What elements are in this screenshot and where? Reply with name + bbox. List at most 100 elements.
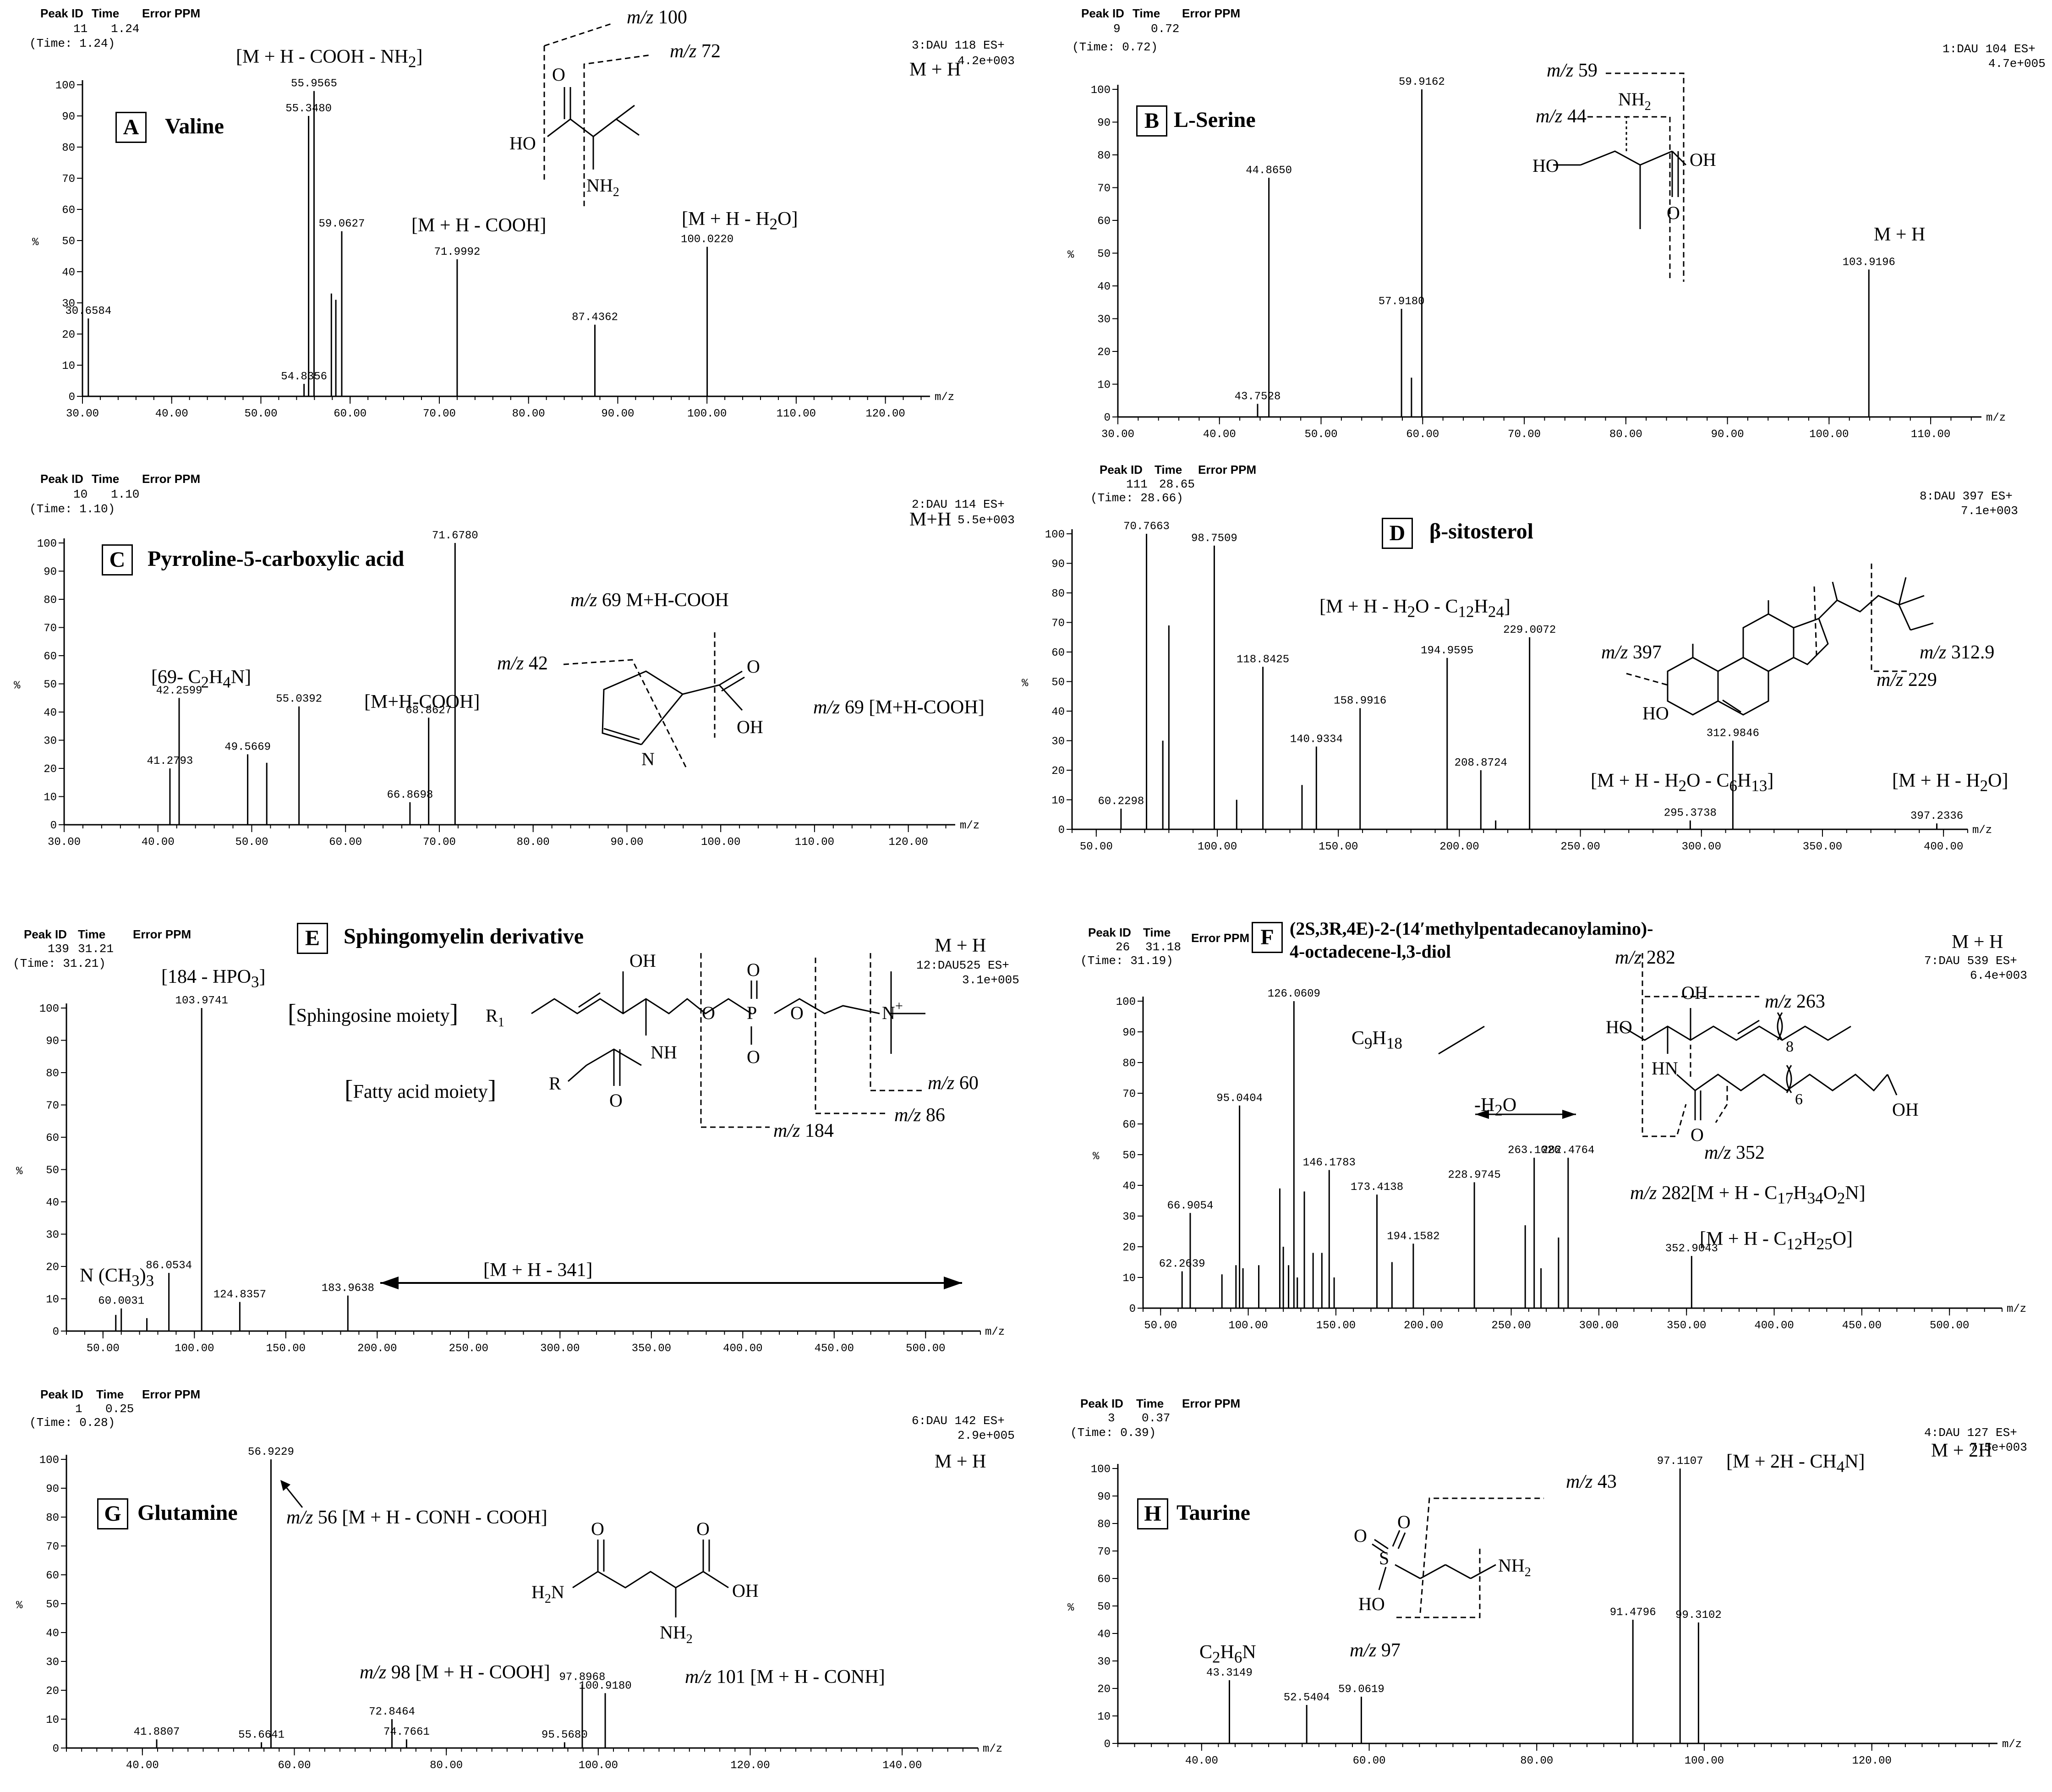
x-tick-label: 150.00 bbox=[266, 1343, 306, 1355]
x-tick-label: 450.00 bbox=[1842, 1320, 1882, 1332]
peak-id-label: Peak ID bbox=[40, 472, 83, 486]
y-axis-label: % bbox=[1093, 1151, 1100, 1163]
y-tick-label: 90 bbox=[1097, 117, 1111, 130]
x-tick-label: 60.00 bbox=[1406, 428, 1439, 441]
y-tick-label: 40 bbox=[1097, 281, 1111, 293]
x-tick-label: 110.00 bbox=[1911, 428, 1950, 441]
dau-label: 1:DAU 104 ES+ bbox=[1943, 42, 2036, 56]
peak-id-value: 3 bbox=[1108, 1411, 1115, 1425]
atom-N: N bbox=[641, 749, 655, 769]
peak-id-label: Peak ID bbox=[1088, 926, 1131, 939]
annotation-m2h: M + 2H bbox=[1931, 1440, 1992, 1461]
peak-label: 43.3149 bbox=[1206, 1667, 1253, 1679]
y-tick-label: 0 bbox=[50, 820, 57, 832]
peak-label: 30.6584 bbox=[65, 305, 111, 318]
y-tick-label: 60 bbox=[1122, 1119, 1136, 1131]
x-tick-label: 100.00 bbox=[1685, 1755, 1724, 1767]
x-tick-label: 110.00 bbox=[795, 836, 834, 849]
y-tick-label: 70 bbox=[1097, 183, 1111, 195]
y-tick-label: 60 bbox=[46, 1570, 59, 1582]
y-tick-label: 50 bbox=[1097, 248, 1111, 261]
x-tick-label: 90.00 bbox=[610, 836, 643, 849]
peak-label: 59.9162 bbox=[1399, 76, 1445, 88]
x-tick-label: 30.00 bbox=[48, 836, 81, 849]
x-tick-label: 100.00 bbox=[1228, 1320, 1268, 1332]
scale-label: 4.2e+003 bbox=[958, 54, 1015, 68]
peak-label: 140.9334 bbox=[1290, 733, 1343, 745]
y-tick-label: 0 bbox=[1104, 1738, 1111, 1751]
error-ppm-label: Error PPM bbox=[1191, 931, 1250, 945]
x-tick-label: 250.00 bbox=[449, 1343, 488, 1355]
annotation-mz86: m/z 86 bbox=[894, 1105, 945, 1126]
y-tick-label: 50 bbox=[1097, 1601, 1111, 1613]
y-axis-label: % bbox=[1022, 678, 1029, 690]
peak-label: 59.0619 bbox=[1338, 1683, 1384, 1696]
y-tick-label: 50 bbox=[46, 1165, 59, 1177]
peak-label: 295.3738 bbox=[1664, 807, 1717, 820]
atom-O: O bbox=[1667, 203, 1680, 223]
y-tick-label: 10 bbox=[1097, 1711, 1111, 1723]
peak-label: 52.5404 bbox=[1284, 1692, 1330, 1704]
peak-id-value: 1 bbox=[75, 1402, 82, 1416]
x-tick-label: 500.00 bbox=[906, 1343, 945, 1355]
atom-O: O bbox=[1691, 1124, 1704, 1145]
peak-id-value: 9 bbox=[1113, 22, 1121, 36]
peak-label: 229.0072 bbox=[1503, 624, 1556, 636]
error-ppm-label: Error PPM bbox=[133, 927, 192, 941]
peak-label: 146.1783 bbox=[1303, 1157, 1356, 1169]
y-tick-label: 60 bbox=[1097, 215, 1111, 228]
peak-id-label: Peak ID bbox=[40, 1387, 83, 1401]
annotation-mz98: m/z 98 [M + H - COOH] bbox=[360, 1662, 550, 1683]
annotation-loss-h2o: [M + H - H2O] bbox=[1892, 770, 2008, 795]
structure-valine: O HO NH2 bbox=[509, 22, 651, 206]
peak-label: 100.0220 bbox=[681, 234, 733, 246]
panel-badge: F bbox=[1252, 922, 1283, 953]
time-line: (Time: 0.39) bbox=[1070, 1426, 1156, 1440]
atom-OH: OH bbox=[737, 717, 763, 737]
peak-label: 87.4362 bbox=[572, 312, 618, 324]
time-line: (Time: 31.19) bbox=[1080, 954, 1173, 968]
compound-title: Valine bbox=[165, 114, 224, 138]
y-tick-label: 60 bbox=[1051, 647, 1065, 659]
x-tick-label: 30.00 bbox=[1101, 428, 1134, 441]
atom-OH: OH bbox=[629, 950, 656, 971]
atom-NH2: NH2 bbox=[660, 1622, 693, 1646]
annotation-mz42: m/z 42 bbox=[497, 653, 548, 674]
atom-OH: OH bbox=[1681, 982, 1708, 1003]
annotation-mz56: m/z 56 [M + H - CONH - COOH] bbox=[286, 1507, 547, 1528]
y-tick-label: 30 bbox=[1122, 1211, 1136, 1223]
time-value: 31.18 bbox=[1145, 940, 1182, 954]
atom-OH: OH bbox=[1690, 149, 1716, 170]
annotation-fatty-acid: [Fatty acid moiety] bbox=[345, 1075, 497, 1104]
peak-label: 126.0609 bbox=[1268, 988, 1320, 1000]
atom-O2: O bbox=[747, 959, 760, 980]
annotation-184-hpo3: [184 - HPO3] bbox=[161, 966, 266, 991]
y-tick-label: 30 bbox=[46, 1229, 59, 1242]
x-tick-label: 500.00 bbox=[1930, 1320, 1969, 1332]
y-tick-label: 30 bbox=[1051, 736, 1065, 748]
x-axis-label: m/z bbox=[1972, 824, 1992, 837]
peak-label: 70.7663 bbox=[1123, 521, 1170, 533]
y-tick-label: 40 bbox=[62, 267, 75, 279]
y-tick-label: 50 bbox=[62, 236, 75, 248]
annotation-mz97: m/z 97 bbox=[1350, 1640, 1401, 1661]
y-tick-label: 90 bbox=[1097, 1491, 1111, 1503]
y-tick-label: 20 bbox=[46, 1685, 59, 1698]
y-tick-label: 40 bbox=[44, 707, 57, 719]
time-label: Time bbox=[92, 472, 120, 486]
structure-glutamine: H2N O O OH NH2 bbox=[280, 1480, 759, 1646]
annotation-mz60: m/z 60 bbox=[928, 1073, 979, 1094]
error-ppm-label: Error PPM bbox=[1198, 463, 1257, 477]
x-tick-label: 250.00 bbox=[1491, 1320, 1531, 1332]
x-tick-label: 300.00 bbox=[1579, 1320, 1619, 1332]
atom-R: R bbox=[549, 1073, 561, 1094]
compound-title: (2S,3R,4E)-2-(14′methylpentadecanoylamin… bbox=[1290, 918, 1653, 962]
x-tick-label: 100.00 bbox=[1809, 428, 1849, 441]
x-tick-label: 50.00 bbox=[1305, 428, 1338, 441]
peak-label: 57.9180 bbox=[1379, 296, 1425, 308]
time-value: 0.25 bbox=[105, 1402, 134, 1416]
x-tick-label: 50.00 bbox=[1080, 841, 1113, 853]
